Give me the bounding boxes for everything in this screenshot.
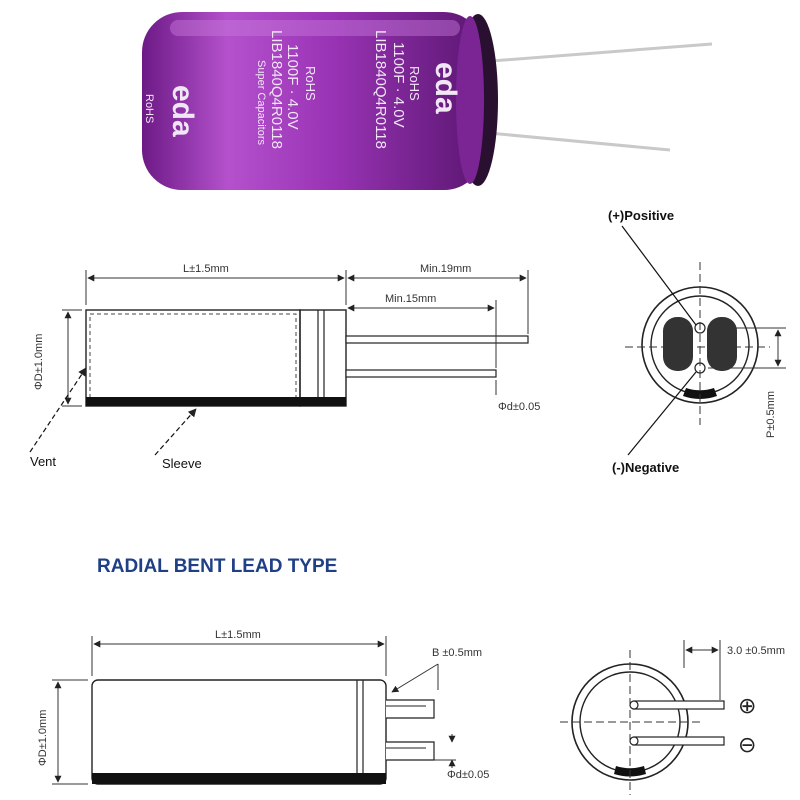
- brand-logo-1: eda: [166, 85, 199, 137]
- dim-lead-short-label: Min.15mm: [385, 293, 436, 305]
- bent-lead-lower: [386, 741, 435, 761]
- capacitor-end-rim: [456, 16, 484, 184]
- rating-2: 1100F · 4.0V: [390, 42, 407, 128]
- sleeve-leader: [154, 408, 197, 456]
- pitch-label: P±0.5mm: [765, 391, 777, 438]
- straight-lead-top-view: P±0.5mm (+)Positive (-)Negative: [608, 208, 786, 475]
- lead-positive-bent: [633, 700, 725, 710]
- vent-arc-mark: [683, 388, 717, 399]
- terminal-pad-negative: [707, 317, 737, 371]
- sleeve-print: eda RoHS Super Capacitors LIB1840Q4R0118…: [143, 30, 462, 149]
- bent-lead-top-view: 3.0 ±0.5mm ⊕ ⊖: [560, 640, 785, 795]
- bent-lead-upper: [386, 699, 435, 719]
- minus-symbol: ⊖: [738, 733, 756, 758]
- section-title-bent-lead: RADIAL BENT LEAD TYPE: [97, 556, 337, 577]
- rohs-mark-2: RoHS: [303, 66, 318, 101]
- dim-diameter-label: ΦD±1.0mm: [33, 334, 45, 390]
- lead-wire-long: [477, 42, 713, 64]
- lead-positive-root: [629, 700, 639, 710]
- sleeve-bottom-band: [86, 397, 346, 406]
- lead-short: [345, 369, 497, 378]
- sleeve-highlight: [170, 20, 460, 36]
- part-number-2: LIB1840Q4R0118: [372, 30, 389, 149]
- lead-wire-short: [477, 130, 671, 152]
- capacitor-body: [142, 12, 484, 190]
- dim-lead-long-label: Min.19mm: [420, 263, 471, 275]
- terminal-pad-positive: [663, 317, 693, 371]
- part-number-1: LIB1840Q4R0118: [268, 30, 285, 149]
- dim-line-bend: [391, 663, 439, 693]
- dim-length-label: L±1.5mm: [215, 629, 261, 641]
- capacitor-outline: [91, 679, 387, 785]
- callout-vent: Vent: [30, 454, 56, 469]
- positive-leader: [621, 225, 697, 326]
- capacitor-outline: [85, 309, 301, 407]
- rohs-mark-1: RoHS: [143, 94, 155, 123]
- dim-bend-label: B ±0.5mm: [432, 647, 482, 659]
- lead-long: [345, 335, 529, 344]
- end-cap: [299, 309, 347, 407]
- callout-sleeve: Sleeve: [162, 456, 202, 471]
- dim-length-label: L±1.5mm: [183, 263, 229, 275]
- straight-lead-side-view: L±1.5mm Min.19mm Min.15mm Φd±0.05 ΦD±1.0…: [29, 263, 540, 471]
- negative-label: (-)Negative: [612, 460, 679, 475]
- series-text: Super Capacitors: [255, 60, 267, 145]
- lead-negative-bent: [633, 736, 725, 746]
- dim-lead-dia-label: Φd±0.05: [498, 401, 540, 413]
- dim-diameter-label: ΦD±1.0mm: [37, 710, 49, 766]
- rating-1: 1100F · 4.0V: [284, 44, 301, 130]
- vent-leader: [29, 367, 87, 453]
- negative-leader: [627, 371, 697, 456]
- inner-dashed-outline: [89, 313, 297, 403]
- brand-logo-2: eda: [429, 62, 462, 114]
- capacitor-photo: eda RoHS Super Capacitors LIB1840Q4R0118…: [142, 12, 713, 190]
- rohs-mark-3: RoHS: [407, 66, 422, 101]
- lead-negative-root: [629, 736, 639, 746]
- dim-lead-dia-label: Φd±0.05: [447, 769, 489, 781]
- offset-label: 3.0 ±0.5mm: [727, 645, 785, 657]
- bent-lead-side-view: L±1.5mm B ±0.5mm Φd±0.05 ΦD±1.0mm: [37, 629, 489, 785]
- sleeve-bottom-band: [92, 773, 386, 784]
- positive-label: (+)Positive: [608, 208, 674, 223]
- plus-symbol: ⊕: [738, 694, 756, 719]
